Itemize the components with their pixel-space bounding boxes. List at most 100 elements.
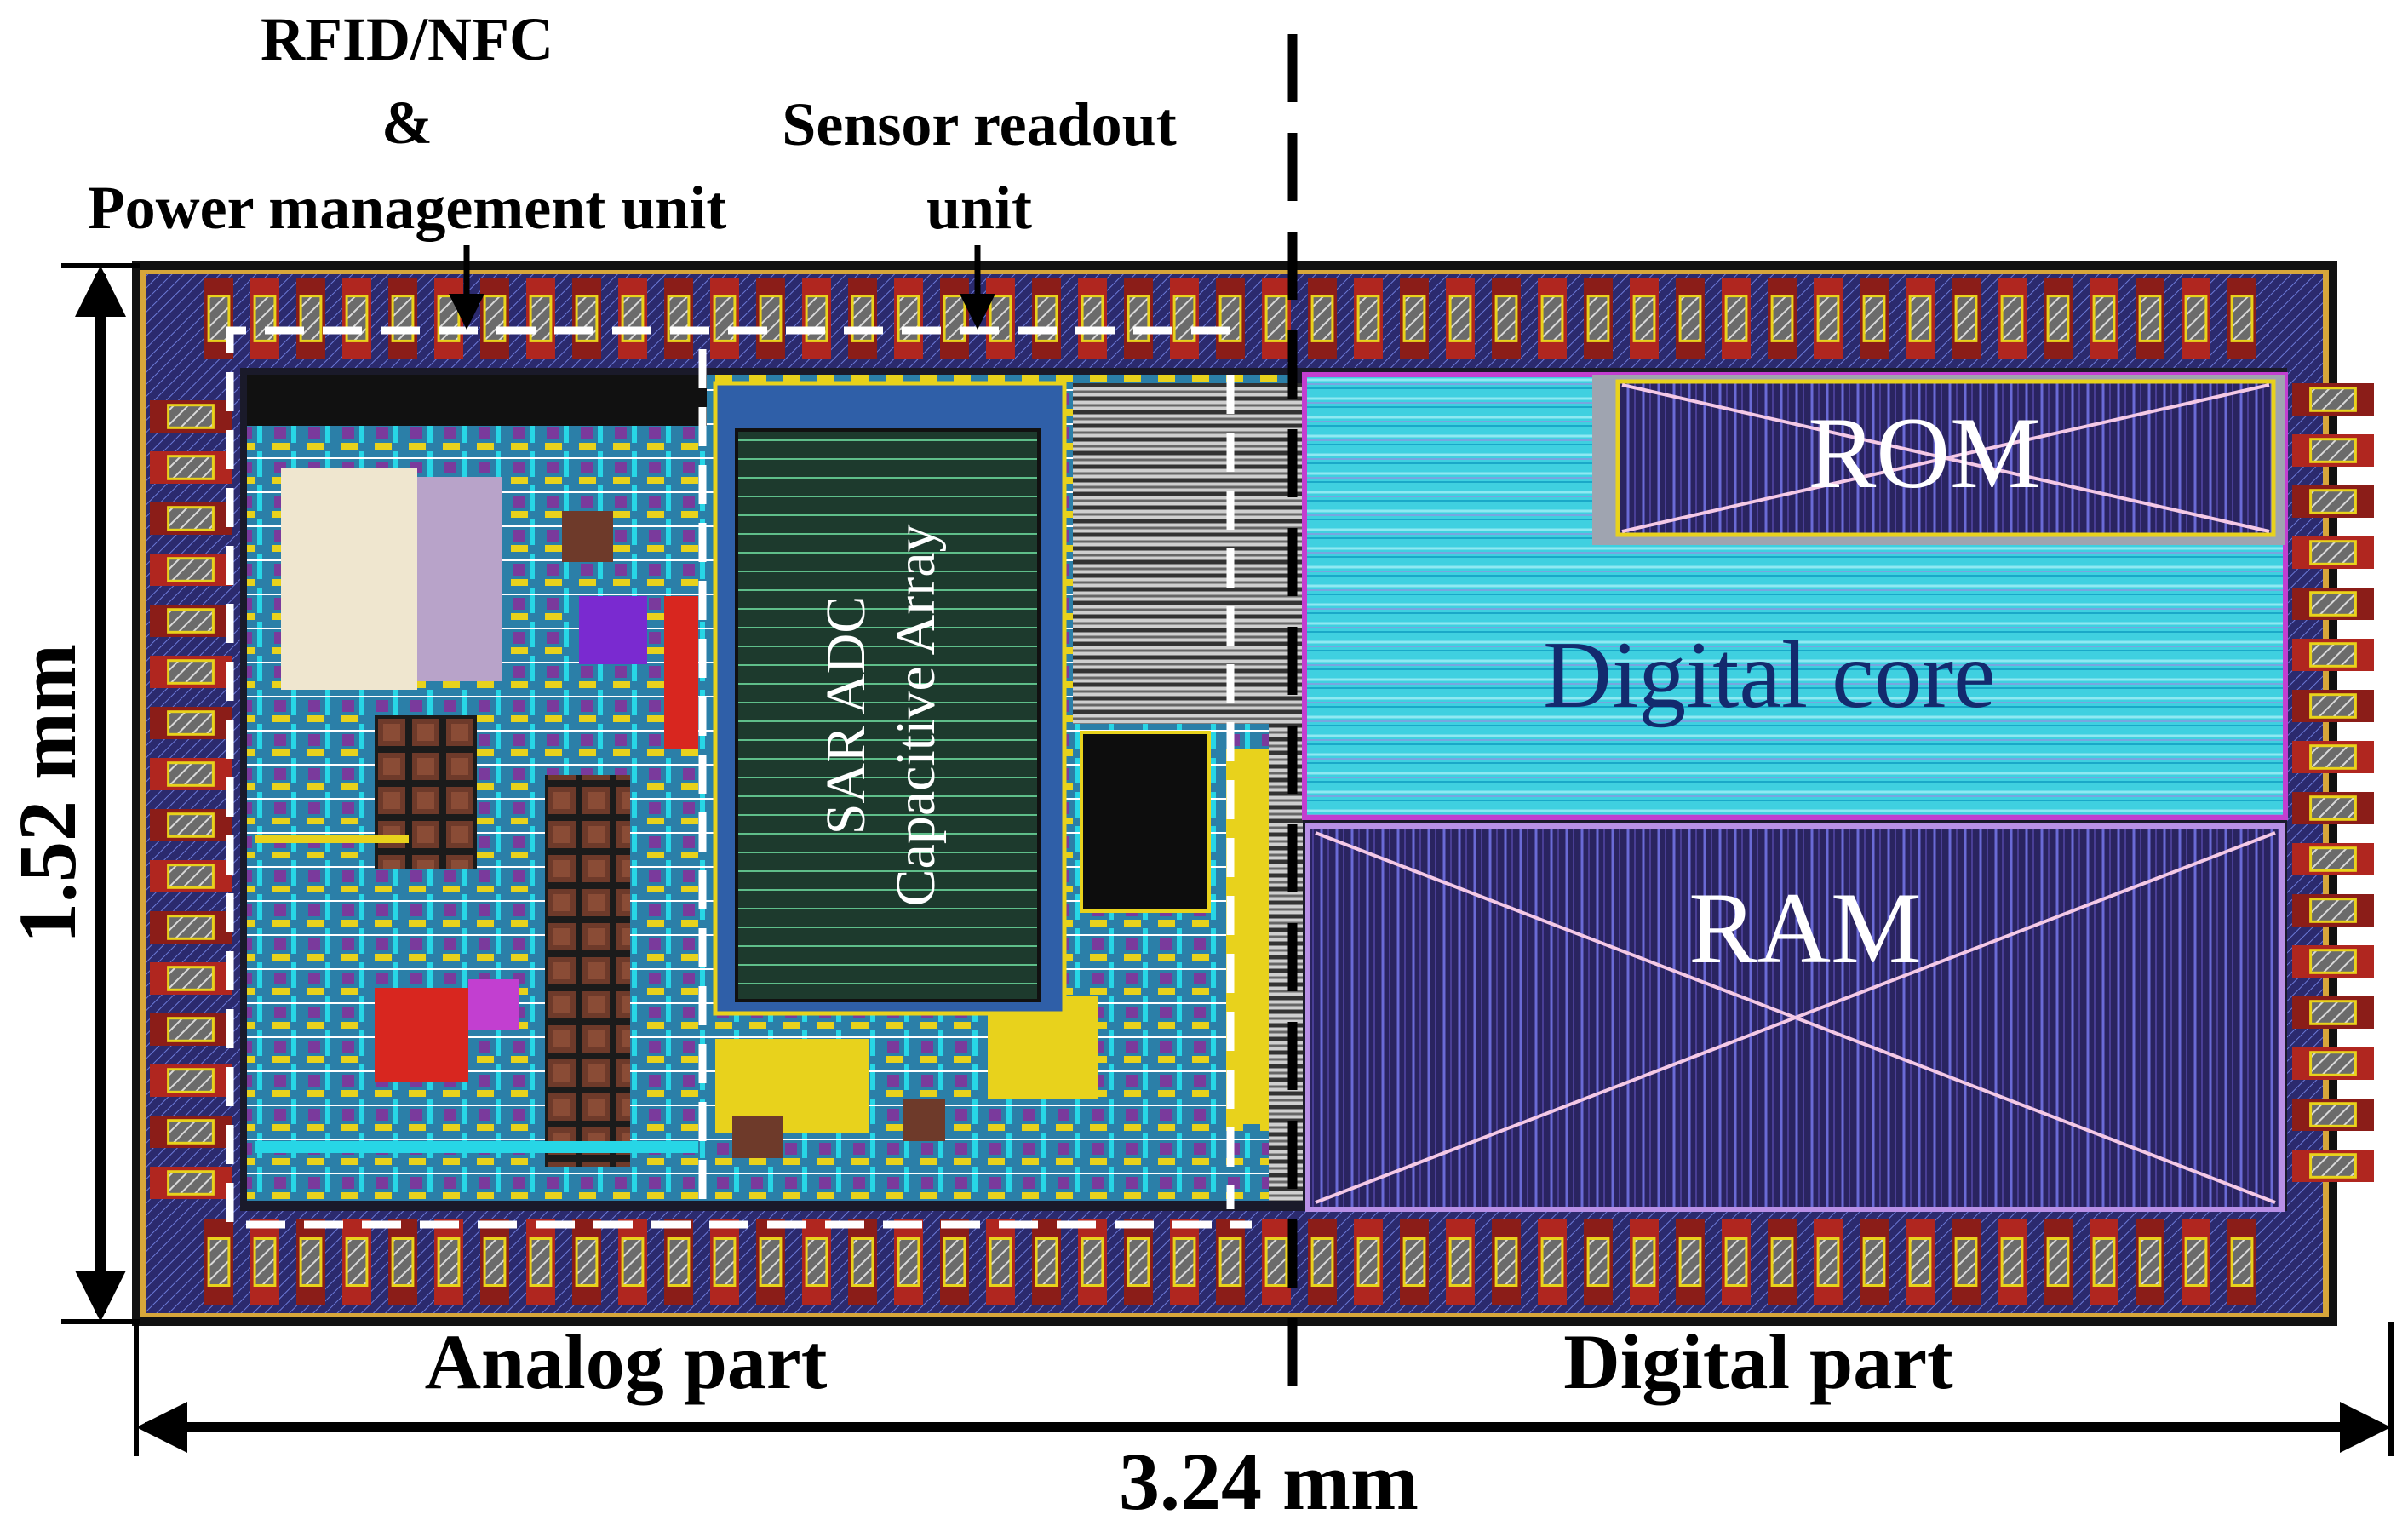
io-pad (1216, 1219, 1245, 1305)
pad-row-left (150, 400, 232, 1199)
io-pad (1768, 278, 1797, 359)
io-pad (1216, 278, 1245, 359)
io-pad (2292, 1150, 2374, 1182)
io-pad (986, 1219, 1015, 1305)
io-pad (1078, 1219, 1107, 1305)
io-pad (2044, 1219, 2073, 1305)
io-pad (1124, 278, 1153, 359)
io-pad (150, 860, 232, 892)
stripe-block-right (1073, 383, 1286, 724)
io-pad (480, 1219, 509, 1305)
io-pad (204, 1219, 233, 1305)
io-pad (1952, 1219, 1981, 1305)
brown-block-small (562, 511, 613, 562)
io-pad (1446, 1219, 1475, 1305)
io-pad (710, 1219, 739, 1305)
io-pad (342, 1219, 371, 1305)
io-pad (1032, 278, 1061, 359)
io-pad (1998, 1219, 2027, 1305)
io-pad (250, 1219, 279, 1305)
io-pad (2292, 1047, 2374, 1080)
magenta-block (468, 979, 519, 1030)
io-pad (150, 1116, 232, 1148)
purple-cells (579, 596, 647, 664)
io-pad (1814, 1219, 1843, 1305)
brown-block-bottom (732, 1116, 783, 1158)
io-pad (2182, 278, 2210, 359)
io-pad (480, 278, 509, 359)
io-pad (2292, 690, 2374, 722)
io-pad (2292, 843, 2374, 875)
io-pad (150, 605, 232, 637)
io-pad (1814, 278, 1843, 359)
io-pad (2292, 741, 2374, 773)
io-pad (250, 278, 279, 359)
rom-cross-2 (1621, 383, 2270, 533)
io-pad (1262, 1219, 1291, 1305)
io-pad (1170, 1219, 1199, 1305)
dashed-outlines (226, 326, 1252, 1229)
label-rfid-line1: RFID/NFC (261, 5, 553, 73)
io-pad (1676, 278, 1705, 359)
label-sensor-line1: Sensor readout (782, 90, 1176, 158)
io-pad (150, 451, 232, 484)
io-pad (2044, 278, 2073, 359)
label-width-dimension: 3.24 mm (1119, 1436, 1419, 1527)
io-pad (150, 554, 232, 586)
io-pad (2292, 792, 2374, 824)
io-pad (2292, 639, 2374, 671)
label-digital-core: Digital core (1543, 623, 1996, 728)
rfid-beige-block (281, 468, 417, 690)
io-pad (150, 1013, 232, 1046)
dark-control-block (1080, 731, 1211, 913)
io-pad (1630, 1219, 1659, 1305)
label-analog-part: Analog part (425, 1318, 828, 1405)
io-pad (434, 278, 463, 359)
io-pad (1492, 1219, 1521, 1305)
io-pad (802, 278, 831, 359)
io-pad (1308, 1219, 1337, 1305)
io-pad (388, 1219, 417, 1305)
io-pad (388, 278, 417, 359)
io-pad (572, 278, 601, 359)
io-pad (848, 278, 877, 359)
label-sensor-line2: unit (926, 174, 1032, 242)
io-pad (1998, 278, 2027, 359)
io-pad (848, 1219, 877, 1305)
io-pad (1124, 1219, 1153, 1305)
io-pad (1584, 1219, 1613, 1305)
io-pad (618, 278, 647, 359)
label-adc-line1: SAR ADC (815, 596, 877, 835)
io-pad (2182, 1219, 2210, 1305)
io-pad (2292, 383, 2374, 416)
pad-row-right (2292, 383, 2374, 1182)
io-pad (2227, 1219, 2256, 1305)
label-rfid-line2: & (381, 89, 433, 157)
brown-block-bottom-2 (903, 1099, 945, 1141)
io-pad (664, 278, 693, 359)
io-pad (1538, 1219, 1567, 1305)
io-pad (2136, 1219, 2164, 1305)
ram-cross-2 (1315, 831, 2276, 1204)
stripe-block-gutter (1269, 383, 1303, 1201)
io-pad (1768, 1219, 1797, 1305)
io-pad (2090, 278, 2118, 359)
io-pad (1860, 278, 1889, 359)
io-pad (1538, 278, 1567, 359)
io-pad (434, 1219, 463, 1305)
io-pad (1400, 278, 1429, 359)
io-pad (296, 1219, 325, 1305)
pad-row-top (204, 278, 2256, 359)
red-block-1 (375, 988, 468, 1082)
analog-section (247, 375, 1303, 1201)
regulator-block (545, 775, 630, 1167)
io-pad (150, 400, 232, 433)
io-pad (1906, 278, 1935, 359)
io-pad (150, 502, 232, 535)
io-pad (150, 962, 232, 995)
io-pad (2292, 485, 2374, 518)
io-pad (1170, 278, 1199, 359)
io-pad (1400, 1219, 1429, 1305)
io-pad (296, 278, 325, 359)
io-pad (1354, 1219, 1383, 1305)
